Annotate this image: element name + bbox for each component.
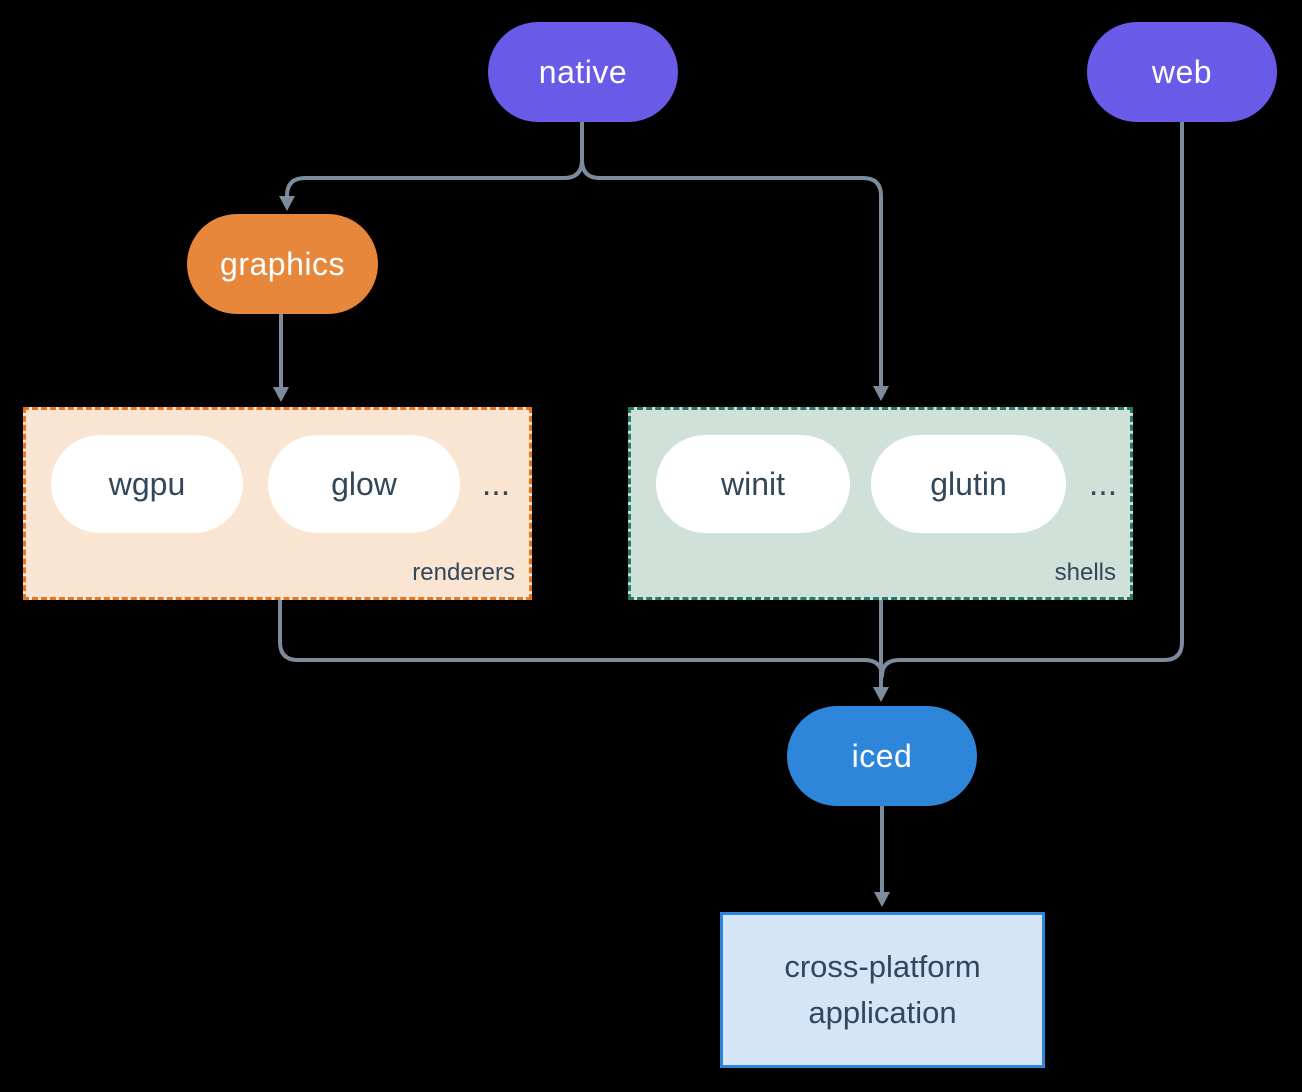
node-winit: winit [656, 435, 850, 533]
edge-native-graphics [285, 120, 584, 198]
arrowhead-shells-icon [873, 386, 889, 401]
arrowhead-graphics-icon [279, 196, 295, 211]
node-glow-label: glow [331, 465, 397, 502]
group-renderers: wgpu glow ... renderers [23, 407, 532, 600]
edge-web-merge [880, 120, 1184, 678]
shells-ellipsis: ... [1088, 464, 1118, 503]
node-wgpu-label: wgpu [108, 465, 186, 502]
node-application-label-line1: cross-platform [784, 948, 981, 984]
node-web: web [1087, 22, 1277, 122]
renderers-group-label: renderers [412, 559, 515, 586]
edge-native-shells [580, 120, 883, 388]
node-web-label: web [1151, 53, 1213, 90]
node-native: native [488, 22, 678, 122]
node-glow: glow [268, 435, 460, 533]
node-glutin: glutin [871, 435, 1066, 533]
edge-renderers-merge [278, 599, 884, 678]
arrowhead-iced-icon [873, 687, 889, 702]
arrowhead-application-icon [874, 892, 890, 907]
node-iced-label: iced [851, 737, 913, 774]
group-shells: winit glutin ... shells [628, 407, 1133, 600]
shells-group-label: shells [1054, 559, 1116, 586]
node-glutin-label: glutin [930, 465, 1007, 502]
renderers-ellipsis: ... [481, 464, 511, 503]
node-graphics-label: graphics [220, 245, 345, 282]
node-native-label: native [538, 53, 628, 90]
arrowhead-renderers-icon [273, 387, 289, 402]
node-iced: iced [787, 706, 977, 806]
node-graphics: graphics [187, 214, 378, 314]
node-wgpu: wgpu [51, 435, 243, 533]
node-application: cross-platform application [720, 912, 1045, 1068]
node-winit-label: winit [720, 465, 785, 502]
node-application-label-line2: application [808, 995, 957, 1030]
